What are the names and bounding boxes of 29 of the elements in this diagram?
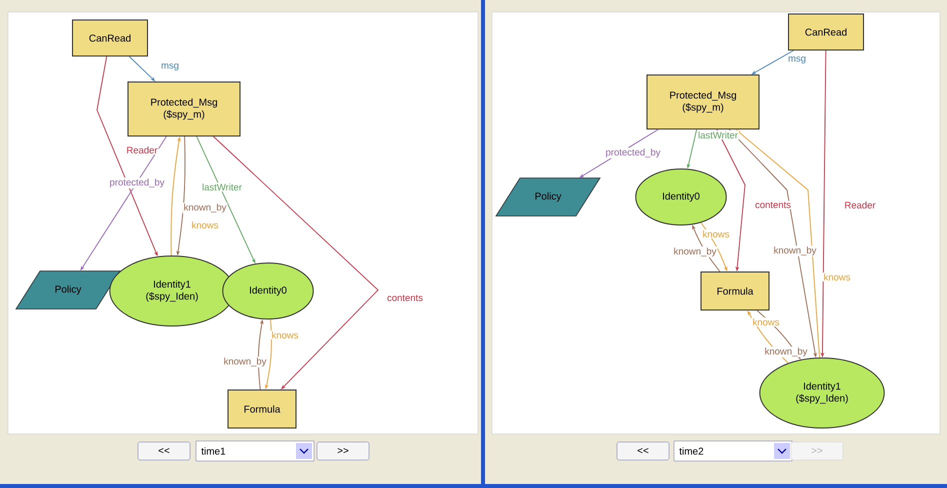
edge-label: known_by: [672, 246, 718, 258]
nav-button: >>: [316, 442, 370, 460]
class-box: Protected_Msg ($spy_m): [128, 82, 240, 136]
edge-label: knows: [752, 318, 780, 326]
class-box: CanRead: [788, 14, 864, 50]
edge-label: protected_by: [604, 148, 662, 158]
class-box: Formula: [700, 272, 770, 310]
class-box: CanRead: [72, 20, 148, 56]
edge-label: Reader: [125, 146, 159, 154]
edge-label: known_by: [764, 346, 808, 358]
edge-label: knows: [822, 272, 852, 282]
edge-label: known_by: [182, 202, 228, 214]
edge-label: knows: [702, 230, 730, 238]
edge-label: knows: [270, 330, 300, 340]
nav-button: <<: [138, 442, 190, 460]
edge-label: lastWriter: [201, 182, 243, 192]
edge-label: known_by: [772, 246, 818, 256]
edge-label: lastWriter: [697, 130, 739, 140]
edge-label: Reader: [843, 200, 877, 210]
class-box: Formula: [228, 390, 296, 428]
edge-label: knows: [190, 220, 220, 230]
dropdown: time1: [196, 440, 314, 462]
edge-label: known_by: [222, 356, 268, 368]
edge-label: protected_by: [108, 178, 166, 188]
arrow: [213, 136, 379, 390]
class-box: Protected_Msg ($spy_m): [646, 74, 760, 130]
dropdown: time2: [674, 440, 792, 462]
nav-button: <<: [616, 442, 670, 460]
nav-button: >>: [790, 442, 844, 460]
